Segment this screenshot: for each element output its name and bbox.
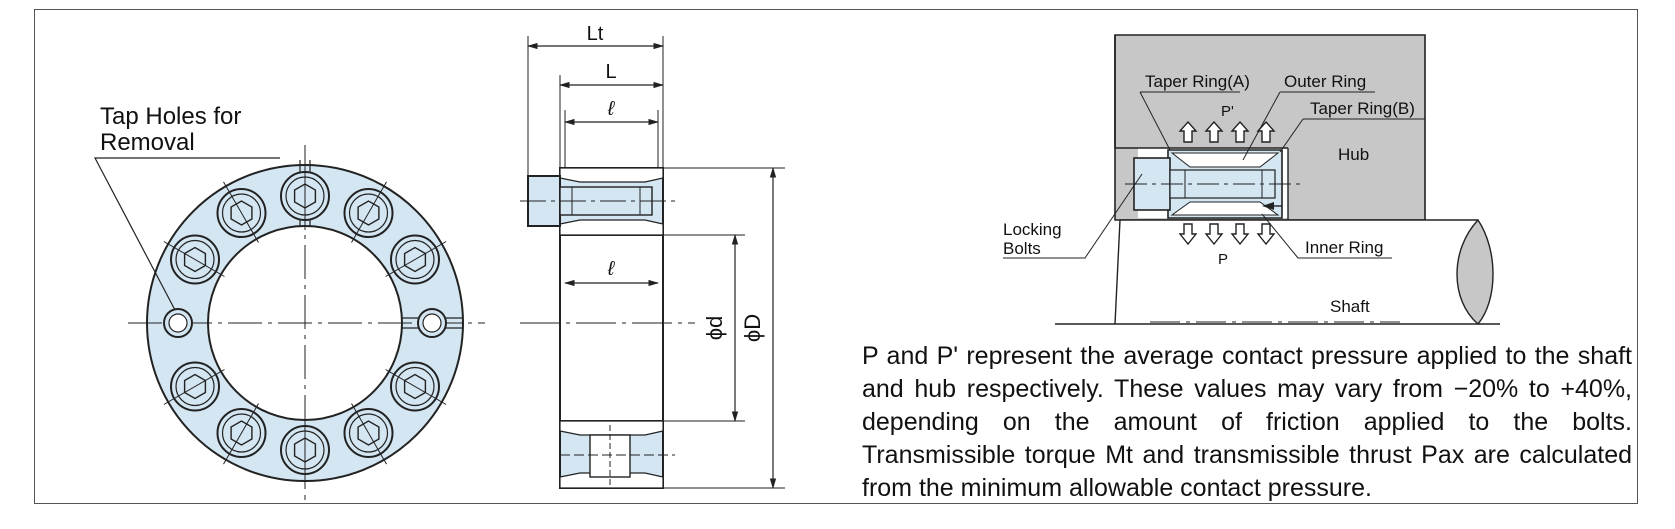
ell-mid-label: ℓ xyxy=(607,258,616,280)
taper-ring-b-label: Taper Ring(B) xyxy=(1310,99,1415,118)
tap-hole-right-inner xyxy=(422,313,442,333)
shaft-body xyxy=(1120,220,1480,324)
locking-bolts-leader xyxy=(1003,173,1143,259)
locking-bolts-label-2: Bolts xyxy=(1003,239,1041,258)
taper-ring-a-label: Taper Ring(A) xyxy=(1145,72,1250,91)
down-arrow-icon xyxy=(1256,223,1276,246)
bolt-head-icon xyxy=(216,181,267,243)
lower-taper-bottom xyxy=(559,472,664,489)
bolt-head-icon xyxy=(280,416,330,486)
hub-label: Hub xyxy=(1338,145,1369,164)
upper-taper-top xyxy=(559,167,664,183)
up-arrow-icon xyxy=(1204,120,1224,143)
lt-label: Lt xyxy=(587,23,604,45)
l-label: L xyxy=(605,61,616,83)
tap-holes-label-1: Tap Holes for xyxy=(100,103,241,130)
upper-taper-bottom xyxy=(559,219,664,236)
hub-pressure-arrows xyxy=(1178,120,1276,143)
bolt-head-icon xyxy=(385,361,447,412)
up-arrow-icon xyxy=(1178,120,1198,143)
bolt-head-icon xyxy=(163,361,225,412)
locking-bolts-label-1: Locking xyxy=(1003,220,1062,239)
thrust-arrow xyxy=(1262,202,1274,210)
bolt-head-icon xyxy=(343,403,394,465)
front-view: Tap Holes for Removal xyxy=(94,103,485,500)
inner-ring-leader xyxy=(1261,213,1299,259)
down-arrow-icon xyxy=(1204,223,1224,246)
shaft-left-edge xyxy=(1114,219,1121,325)
section-view: Taper Ring(A) Outer Ring Taper Ring(B) P… xyxy=(1003,34,1500,325)
p-label: P xyxy=(1218,251,1228,268)
bolt-head-icon xyxy=(280,160,330,230)
outer-ring-label: Outer Ring xyxy=(1284,72,1366,91)
taper-ring-a-leader xyxy=(1139,91,1171,151)
lower-taper-top xyxy=(559,420,664,436)
section-bolt-shank xyxy=(1169,169,1276,199)
ell-top-label: ℓ xyxy=(607,98,616,120)
shaft-pressure-arrows xyxy=(1178,223,1276,246)
down-arrow-icon xyxy=(1230,223,1250,246)
up-arrow-icon xyxy=(1230,120,1250,143)
phi-D-label: ϕD xyxy=(740,314,765,342)
shaft-label: Shaft xyxy=(1330,297,1370,316)
bolt-head-icon xyxy=(385,234,447,285)
down-arrow-icon xyxy=(1178,223,1198,246)
inner-ring-label: Inner Ring xyxy=(1305,238,1383,257)
bolt-heads xyxy=(163,160,447,486)
bolt-head-icon xyxy=(216,403,267,465)
tap-hole-left-inner xyxy=(168,313,188,333)
tap-hole-leader xyxy=(94,157,280,311)
description-text: P and P' represent the average contact p… xyxy=(862,342,1632,502)
bolt-head-icon xyxy=(343,181,394,243)
outer-ring-leader xyxy=(1242,91,1281,161)
phi-d-label: ϕd xyxy=(702,316,727,341)
taper-ring-b-leader xyxy=(1279,118,1304,153)
inner-ring-taper xyxy=(1170,201,1280,216)
tap-holes-label-2: Removal xyxy=(100,129,195,156)
p-prime-label: P' xyxy=(1221,103,1234,120)
bolt-head-icon xyxy=(163,234,225,285)
side-view: Lt L ℓ ℓ ϕd ϕD xyxy=(520,23,785,490)
outer-ring-taper xyxy=(1170,152,1280,168)
